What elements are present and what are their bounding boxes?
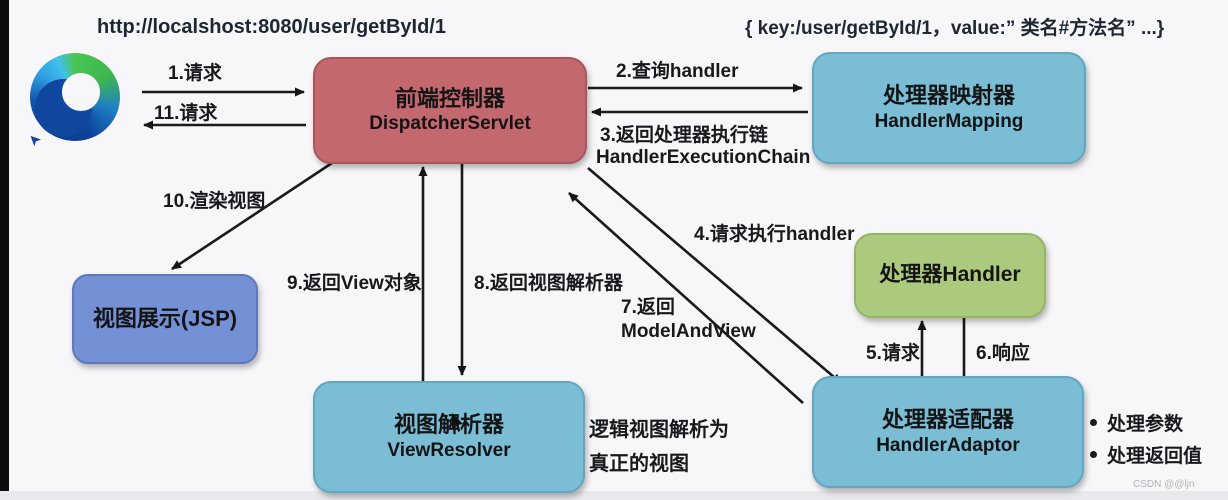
bullet-dot bbox=[1090, 419, 1097, 426]
label-step9: 9.返回View对象 bbox=[287, 273, 422, 294]
node-title: 视图展示(JSP) bbox=[92, 306, 238, 332]
handler-adaptor-node: 处理器适配器 HandlerAdaptor bbox=[812, 376, 1084, 488]
label-step3-line1: 3.返回处理器执行链 bbox=[600, 125, 768, 146]
node-title: 处理器映射器 bbox=[882, 83, 1015, 109]
label-step7-line1: 7.返回 bbox=[621, 297, 675, 318]
bullet-text: 处理返回值 bbox=[1107, 446, 1203, 467]
node-subtitle: DispatcherServlet bbox=[369, 113, 531, 135]
label-step4: 4.请求执行handler bbox=[694, 224, 855, 245]
bullet-text: 处理参数 bbox=[1107, 414, 1184, 435]
node-title: 处理器Handler bbox=[879, 263, 1021, 287]
arrow-4-execute-handler bbox=[587, 167, 842, 384]
node-title: 处理器适配器 bbox=[881, 407, 1014, 433]
resolver-note-line1: 逻辑视图解析为 bbox=[589, 419, 729, 441]
mouse-cursor-icon bbox=[452, 413, 464, 432]
mapping-entry-text: { key:/user/getById/1，value:” 类名#方法名” ..… bbox=[745, 18, 1165, 39]
csdn-watermark: CSDN @@ljn bbox=[1133, 479, 1195, 490]
view-resolver-node: 视图解析器 ViewResolver bbox=[313, 381, 585, 493]
edge-logo-center bbox=[61, 73, 101, 112]
handler-mapping-node: 处理器映射器 HandlerMapping bbox=[812, 52, 1086, 164]
dispatcher-servlet-node: 前端控制器 DispatcherServlet bbox=[313, 57, 587, 164]
bullet-dot bbox=[1090, 451, 1097, 458]
request-url-text: http://localshost:8080/user/getById/1 bbox=[97, 16, 446, 38]
edge-browser-icon: ➤ bbox=[24, 53, 120, 150]
node-subtitle: ViewResolver bbox=[387, 439, 511, 461]
node-subtitle: HandlerMapping bbox=[874, 110, 1024, 132]
view-display-jsp-node: 视图展示(JSP) bbox=[72, 274, 258, 364]
handler-node: 处理器Handler bbox=[854, 233, 1046, 318]
bottom-edge-strip bbox=[0, 491, 1228, 500]
label-step11: 11.请求 bbox=[154, 103, 218, 124]
node-subtitle: HandlerAdaptor bbox=[876, 434, 1020, 456]
node-title: 视图解析器 bbox=[393, 412, 504, 438]
label-step7-line2: ModelAndView bbox=[621, 321, 756, 342]
label-step8: 8.返回视图解析器 bbox=[474, 273, 623, 294]
adaptor-bullet-2: 处理返回值 bbox=[1090, 441, 1202, 468]
left-edge-bar bbox=[0, 0, 9, 500]
arrow-10-render-view bbox=[171, 161, 333, 271]
resolver-note-line2: 真正的视图 bbox=[589, 453, 689, 475]
adaptor-bullet-1: 处理参数 bbox=[1090, 409, 1183, 436]
node-title: 前端控制器 bbox=[394, 85, 505, 111]
label-step1: 1.请求 bbox=[168, 63, 222, 84]
label-step3-line2: HandlerExecutionChain bbox=[596, 147, 811, 168]
label-step5: 5.请求 bbox=[866, 343, 920, 364]
label-step6: 6.响应 bbox=[976, 343, 1030, 364]
label-step2: 2.查询handler bbox=[616, 61, 739, 82]
arrow-7-return-modelandview bbox=[568, 192, 804, 404]
label-step10: 10.渲染视图 bbox=[163, 191, 266, 212]
